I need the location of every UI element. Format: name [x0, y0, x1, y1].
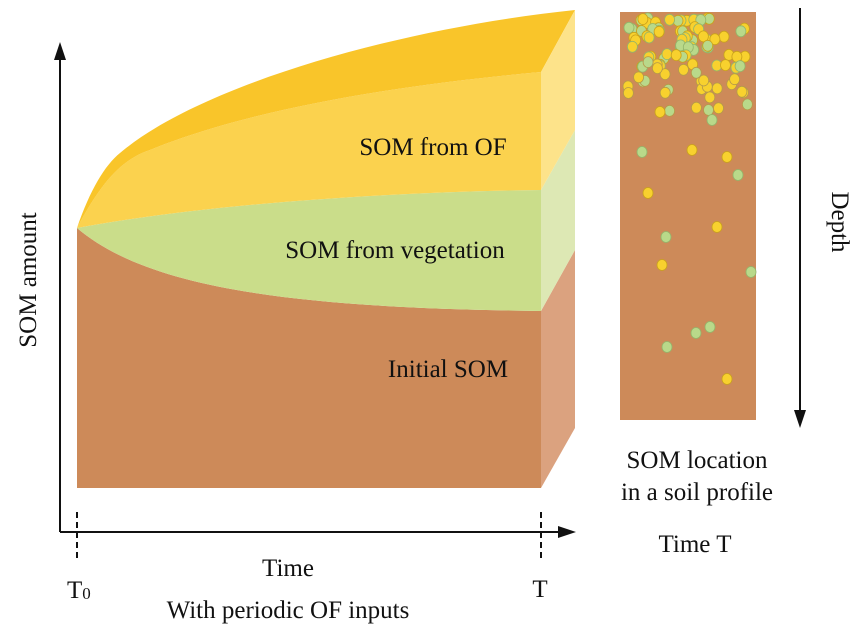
vegetation-som-layer — [77, 190, 541, 311]
som-particle — [686, 144, 698, 156]
som-particle — [670, 49, 682, 61]
arrow-down-icon — [794, 410, 806, 428]
som-particle — [653, 25, 665, 38]
som-particle — [660, 231, 672, 243]
som-particle — [711, 221, 723, 233]
som-particle — [703, 104, 714, 116]
x-axis-label: Time — [262, 555, 314, 582]
som-particle — [698, 30, 709, 43]
initial-som-layer — [77, 228, 541, 488]
som-particle — [661, 341, 673, 353]
som-particle — [729, 73, 740, 86]
label-som-from-vegetation: SOM from vegetation — [285, 237, 505, 264]
som-particle — [736, 85, 748, 98]
t0-label: T0 — [67, 577, 91, 604]
som-particle — [623, 87, 634, 99]
som-particle — [721, 373, 733, 385]
profile-caption-line2: in a soil profile — [621, 479, 773, 506]
som-particle — [732, 169, 744, 181]
x-axis — [60, 526, 576, 538]
som-particle — [678, 63, 689, 76]
som-particle — [721, 151, 733, 163]
som-particle — [690, 66, 702, 79]
y-axis — [54, 42, 66, 532]
arrow-right-icon — [558, 526, 576, 538]
t0-main: T — [67, 577, 82, 604]
som-particle — [698, 74, 710, 87]
som-particle — [654, 106, 666, 118]
som-particle — [627, 40, 638, 53]
som-particle — [734, 60, 746, 72]
som-particle — [636, 146, 648, 158]
som-particle — [713, 102, 724, 115]
som-particle — [661, 48, 673, 60]
som-particle — [652, 62, 663, 74]
som-particle — [704, 321, 716, 333]
profile-time-label: Time T — [659, 531, 732, 558]
som-particle — [704, 91, 716, 104]
depth-axis — [794, 8, 806, 428]
som-particle — [643, 31, 655, 44]
label-som-from-of: SOM from OF — [359, 134, 506, 161]
som-particle — [735, 25, 747, 38]
som-particle — [659, 86, 671, 99]
som-particle — [720, 59, 731, 71]
soil-profile — [620, 12, 757, 420]
som-particles — [622, 12, 757, 385]
som-particle — [742, 98, 753, 111]
som-particle — [691, 101, 702, 114]
arrow-up-icon — [54, 42, 66, 60]
som-particle — [745, 266, 757, 278]
som-particle — [642, 56, 654, 68]
som-particle — [659, 68, 671, 80]
som-particle — [664, 105, 675, 117]
y-axis-label: SOM amount — [15, 212, 42, 347]
som-particle — [656, 259, 668, 271]
som-particle — [711, 82, 723, 95]
som-particle — [690, 327, 702, 339]
vegetation-som-side — [541, 130, 575, 311]
som-particle — [664, 13, 675, 26]
som-particle — [709, 33, 721, 46]
som-particle — [702, 39, 714, 52]
of-som-side — [541, 10, 575, 190]
som-particle — [642, 187, 654, 199]
som-particle — [637, 13, 649, 26]
label-initial-som: Initial SOM — [388, 356, 508, 383]
depth-label: Depth — [826, 191, 853, 253]
initial-som-side — [541, 250, 575, 488]
t0-subscript: 0 — [82, 584, 91, 603]
som-particle — [623, 21, 635, 34]
of-som-top — [77, 10, 575, 228]
of-som-layer — [77, 72, 541, 228]
caption: With periodic OF inputs — [167, 597, 410, 624]
profile-caption-line1: SOM location — [627, 447, 768, 474]
som-particle — [633, 71, 644, 84]
som-particle — [718, 30, 730, 43]
t-end-label: T — [532, 576, 547, 603]
som-particle — [706, 114, 718, 126]
